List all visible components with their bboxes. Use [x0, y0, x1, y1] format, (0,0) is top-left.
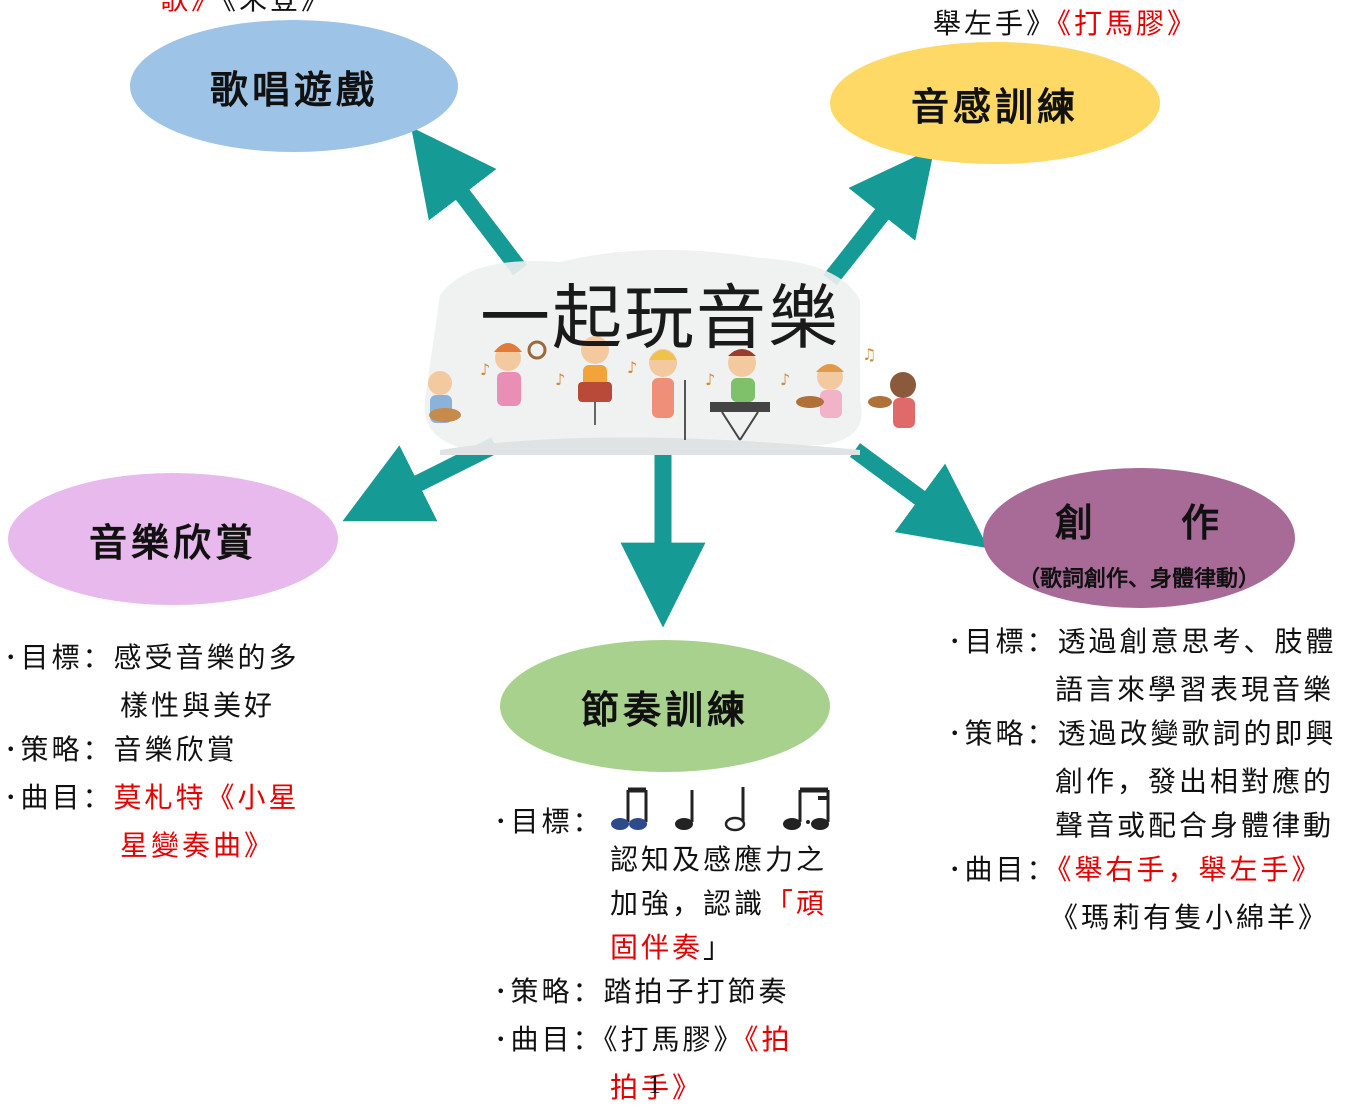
- node-singing-game: 歌唱遊戲: [130, 20, 458, 152]
- rhythm-goal: •目標：: [496, 805, 604, 838]
- kid-tambourine: [494, 340, 547, 406]
- creation-strategy: •策略：透過改變歌詞的即興: [950, 717, 1337, 750]
- rhythm-songs-cont: 拍手》: [610, 1071, 704, 1104]
- music-note-icon: ♫: [862, 345, 876, 364]
- appreciation-songs: •曲目：莫札特《小星: [6, 781, 300, 814]
- music-note-icon: ♪: [627, 358, 637, 377]
- creation-strategy-cont1: 創作，發出相對應的: [1055, 765, 1335, 798]
- page-number: 1: [648, 1070, 661, 1099]
- node-rhythm-training-title: 節奏訓練: [580, 687, 749, 732]
- node-pitch-training: 音感訓練: [830, 42, 1160, 164]
- arrow-to-pitch: [823, 147, 935, 286]
- music-note-icon: ♪: [705, 370, 715, 389]
- note-half-icon: [724, 816, 746, 832]
- creation-goal: •目標：透過創意思考、肢體: [950, 625, 1337, 658]
- kid-violin-right: [868, 372, 916, 428]
- appreciation-songs-cont: 星變奏曲》: [120, 829, 276, 862]
- appreciation-goal-cont: 樣性與美好: [120, 689, 276, 722]
- rhythm-goal-line2: 加強，認識「頑: [610, 887, 828, 920]
- appreciation-goal: •目標：感受音樂的多: [6, 641, 300, 674]
- rhythm-songs: •曲目：《打馬膠》《拍: [496, 1023, 793, 1056]
- node-music-appreciation-title: 音樂欣賞: [88, 520, 257, 565]
- note-eighth-icon: [611, 818, 629, 830]
- node-creation-subtitle: （歌詞創作、身體律動）: [1017, 566, 1260, 592]
- rhythm-goal-line1: 認知及感應力之: [610, 843, 828, 876]
- node-rhythm-training: 節奏訓練: [500, 640, 830, 772]
- appreciation-details: •目標：感受音樂的多 樣性與美好 •策略：音樂欣賞 •曲目：莫札特《小星 星變奏…: [6, 636, 299, 868]
- appreciation-strategy: •策略：音樂欣賞: [6, 733, 238, 766]
- arrow-to-singing: [411, 127, 527, 276]
- kid-violin: [796, 364, 844, 418]
- note-sixteenth-icon: [811, 818, 829, 830]
- kid-keyboard: [710, 349, 770, 441]
- rhythm-details: 認知及感應力之 加強，認識「頑 固伴奏」 •策略：踏拍子打節奏 •曲目：《打馬膠…: [496, 838, 827, 1110]
- music-note-icon: ♪: [555, 370, 565, 389]
- arrow-to-creation: [849, 443, 989, 549]
- top-right-songs-fragment: 舉左手》《打馬膠》: [933, 7, 1199, 40]
- node-music-appreciation: 音樂欣賞: [8, 473, 338, 605]
- creation-goal-cont: 語言來學習表現音樂: [1055, 673, 1335, 706]
- node-creation: 創 作 （歌詞創作、身體律動）: [983, 468, 1295, 608]
- kid-drummer: [578, 336, 612, 425]
- kid-guitar-left: [428, 371, 461, 423]
- music-note-icon: ♪: [780, 370, 790, 389]
- central-title: 一起玩音樂: [480, 277, 840, 359]
- creation-songs: •曲目：《舉右手，舉左手》: [950, 853, 1323, 886]
- creation-details: •目標：透過創意思考、肢體 語言來學習表現音樂 •策略：透過改變歌詞的即興 創作…: [950, 620, 1336, 940]
- rhythm-strategy: •策略：踏拍子打節奏: [496, 975, 790, 1008]
- node-pitch-training-title: 音感訓練: [910, 84, 1079, 129]
- note-quarter-icon: [675, 818, 693, 830]
- note-eighth-icon: [629, 818, 647, 830]
- music-note-icon: ♪: [480, 360, 490, 379]
- kid-singer: [649, 349, 686, 440]
- top-left-songs-fragment: 歌》《朱登》: [160, 0, 332, 22]
- rhythm-goal-line3: 固伴奏」: [610, 931, 735, 964]
- creation-strategy-cont2: 聲音或配合身體律動: [1055, 809, 1335, 842]
- node-creation-title: 創 作: [1054, 500, 1223, 545]
- note-dotted-eighth-icon: [783, 818, 801, 830]
- creation-songs-cont: 《瑪莉有隻小綿羊》: [1050, 901, 1330, 934]
- node-singing-game-title: 歌唱遊戲: [209, 67, 378, 112]
